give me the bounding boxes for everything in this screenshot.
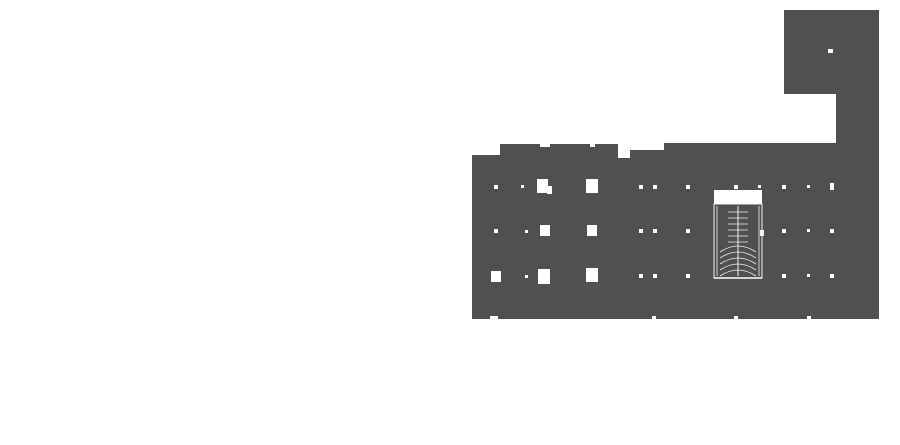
window [828, 49, 833, 53]
window [586, 179, 598, 193]
window [586, 268, 598, 282]
tower-connector [836, 90, 879, 150]
stair-landing [714, 190, 762, 204]
window [807, 229, 810, 232]
window [653, 229, 657, 233]
main-block [472, 155, 879, 319]
window [639, 185, 643, 189]
window [491, 271, 501, 282]
window [525, 275, 528, 278]
window [639, 274, 643, 278]
roof-step-3 [664, 143, 879, 157]
window [653, 185, 657, 189]
window [830, 229, 834, 233]
window [494, 229, 498, 233]
window [538, 269, 550, 284]
window [830, 183, 834, 190]
window [639, 229, 643, 233]
window [807, 185, 810, 188]
window [653, 274, 657, 278]
window [494, 185, 498, 189]
window [537, 179, 548, 193]
window [686, 185, 690, 189]
window [758, 185, 761, 188]
roof-step-1 [500, 144, 618, 158]
window [587, 225, 597, 236]
top-notches [472, 144, 630, 158]
roof-step-2 [630, 150, 670, 160]
window [830, 274, 834, 278]
stair-core [713, 190, 764, 279]
window [807, 274, 810, 277]
window-openings [490, 49, 834, 319]
window [547, 186, 552, 194]
window [540, 225, 550, 236]
window [521, 185, 524, 188]
window [686, 274, 690, 278]
window [734, 185, 738, 189]
window [782, 229, 786, 233]
window [782, 185, 786, 189]
window [525, 230, 528, 233]
window [782, 274, 786, 278]
window [686, 229, 690, 233]
